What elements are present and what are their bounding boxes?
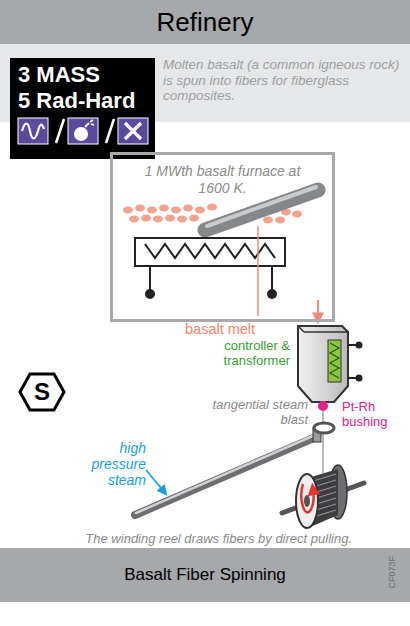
block-edge	[304, 331, 348, 333]
title-band	[0, 0, 410, 44]
caption-band	[0, 548, 410, 602]
card-code: CF073F	[387, 548, 397, 596]
description-band	[0, 44, 410, 122]
part-label: controller & transformer	[190, 339, 290, 369]
pebble	[147, 207, 157, 214]
node-text: 3 MASS	[18, 62, 147, 88]
fuse-spark	[85, 120, 94, 127]
pt-rh-bushing	[318, 401, 328, 411]
pebble	[123, 207, 133, 214]
pipe-highlight	[136, 435, 315, 513]
leader-line	[257, 226, 259, 316]
pebble	[195, 207, 205, 214]
block-edge	[298, 326, 304, 332]
icon-row	[10, 117, 155, 145]
pebble	[292, 211, 302, 218]
pebble	[135, 205, 145, 212]
note-text: The winding reel draws fibers by direct …	[70, 532, 352, 547]
x-icon	[125, 123, 141, 139]
heater-wire	[149, 266, 151, 292]
pebble	[183, 205, 193, 212]
heater-wire	[271, 266, 273, 292]
part-label: high pressure steam	[70, 440, 146, 488]
reel-flange	[296, 474, 318, 528]
node-text: 5 Rad-Hard	[18, 88, 147, 114]
icon-box	[118, 118, 148, 144]
pebble	[177, 216, 187, 223]
reel-hub	[304, 495, 310, 507]
node-text: 1 MWth basalt furnace at 1600 K.	[133, 163, 313, 197]
heater-element	[135, 238, 285, 266]
card-caption: Basalt Fiber Spinning	[0, 548, 410, 602]
part-label: basalt melt	[185, 321, 295, 338]
fiber-strand	[323, 411, 324, 480]
wave-icon	[22, 124, 44, 139]
pebble	[171, 207, 181, 214]
part-label: Pt-Rh bushing	[342, 400, 406, 430]
feed-rod	[205, 190, 318, 230]
steam-arrow	[146, 470, 166, 494]
furnace-box: 1 MWth basalt furnace at 1600 K.	[110, 152, 335, 322]
pebble	[159, 205, 169, 212]
node-text: S	[18, 372, 66, 412]
terminal-dot	[356, 342, 363, 349]
card-title: Refinery	[0, 0, 410, 44]
pebble	[189, 215, 199, 222]
rotation-arrow	[301, 484, 313, 512]
terminal-dot	[356, 375, 363, 382]
terminal-dot	[267, 289, 277, 299]
melt-arrow	[317, 300, 319, 322]
controller-coil	[328, 340, 341, 382]
steam-pipe	[135, 437, 316, 515]
pebble	[207, 204, 217, 211]
icon-box	[68, 118, 98, 144]
flavor-text: Molten basalt (a common igneous rock) is…	[163, 57, 403, 104]
steam-ring	[314, 423, 334, 433]
pebble	[141, 215, 151, 222]
icon-box	[18, 118, 48, 144]
pebble	[263, 217, 273, 224]
part-label: tangential steam blast	[190, 398, 308, 428]
coil-winding	[330, 343, 339, 378]
bushing-block	[298, 326, 348, 402]
terminal-dot	[145, 289, 155, 299]
pebble	[275, 217, 285, 224]
pebble	[165, 215, 175, 222]
sponsor-hexagon: S	[18, 372, 66, 422]
bomb-icon	[74, 127, 88, 141]
pebble	[129, 216, 139, 223]
pebble	[153, 216, 163, 223]
heater-coil	[145, 244, 275, 258]
